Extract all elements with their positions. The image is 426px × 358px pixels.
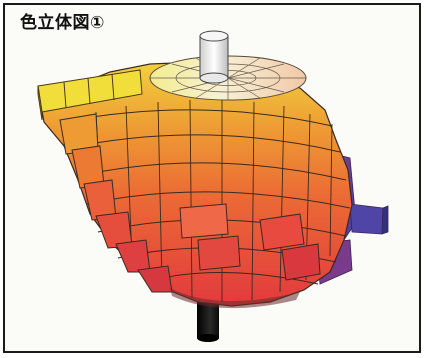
core-bottom <box>197 334 219 342</box>
left-steps <box>59 113 173 293</box>
yellow-arm <box>37 69 143 121</box>
front-blocks <box>179 203 321 281</box>
bottom-shadow <box>170 288 300 309</box>
white-axis-top <box>199 30 229 84</box>
figure-title: 色立体図① <box>20 13 105 33</box>
